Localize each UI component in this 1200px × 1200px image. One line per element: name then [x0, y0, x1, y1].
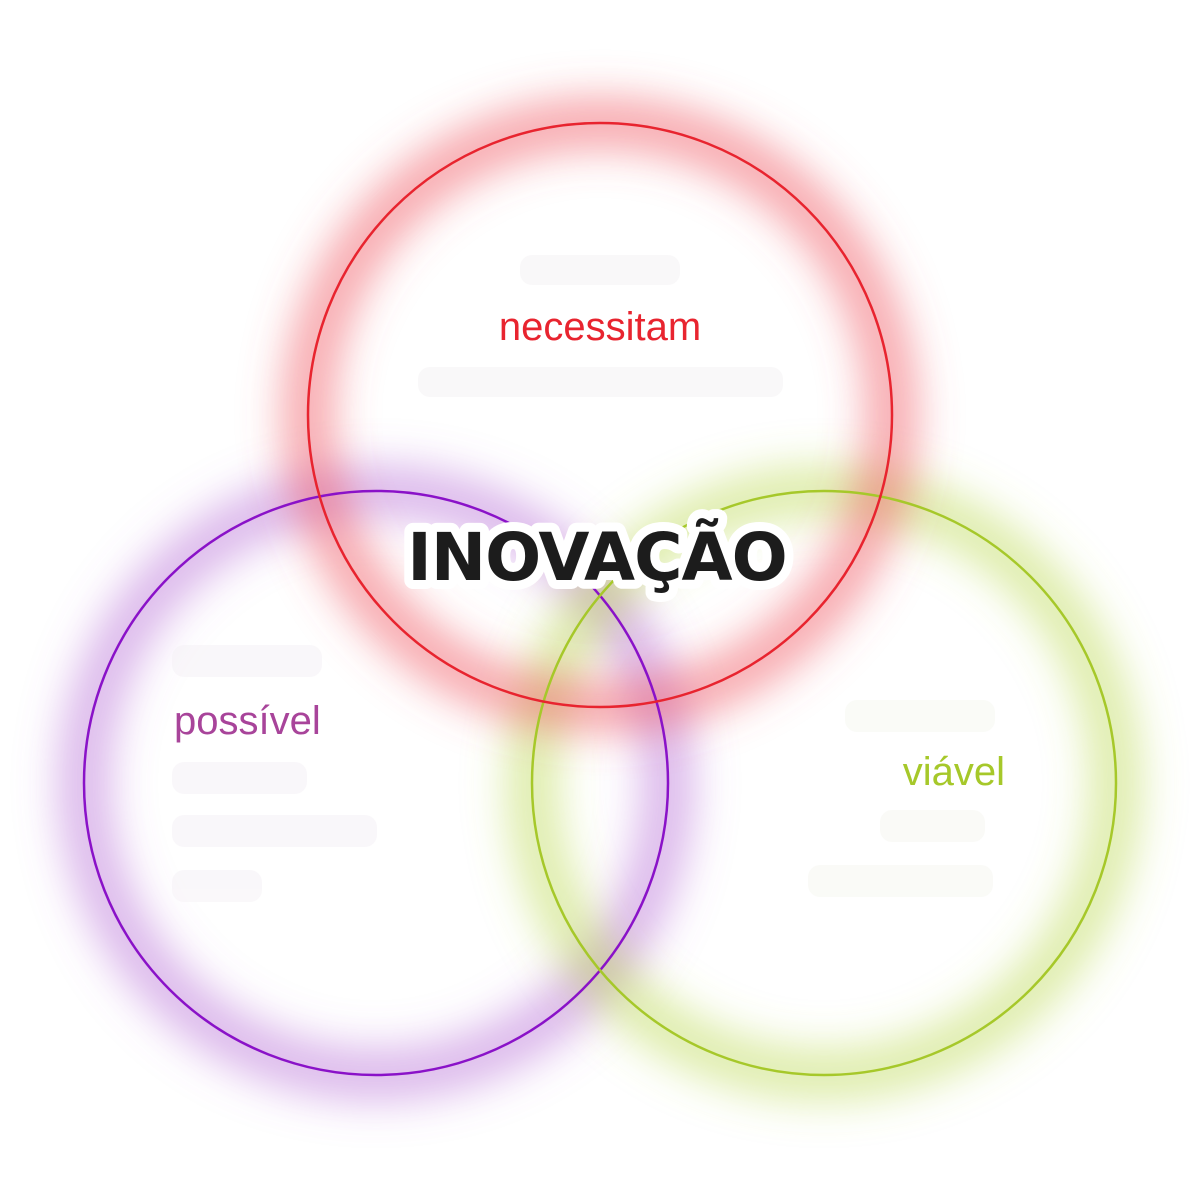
circle-left	[82, 489, 670, 1077]
center-label: INOVAÇÃO INOVAÇÃO	[398, 509, 796, 605]
center-label-outline: INOVAÇÃO	[407, 518, 786, 596]
circle-top	[306, 121, 894, 709]
center-label-text: INOVAÇÃO	[407, 518, 786, 596]
faint-decoration	[172, 255, 995, 902]
top-circle-keyword: necessitam	[499, 305, 701, 349]
circle-right	[530, 489, 1118, 1077]
left-circle-keyword: possível	[174, 699, 321, 743]
right-circle-keyword: viável	[903, 750, 1005, 794]
